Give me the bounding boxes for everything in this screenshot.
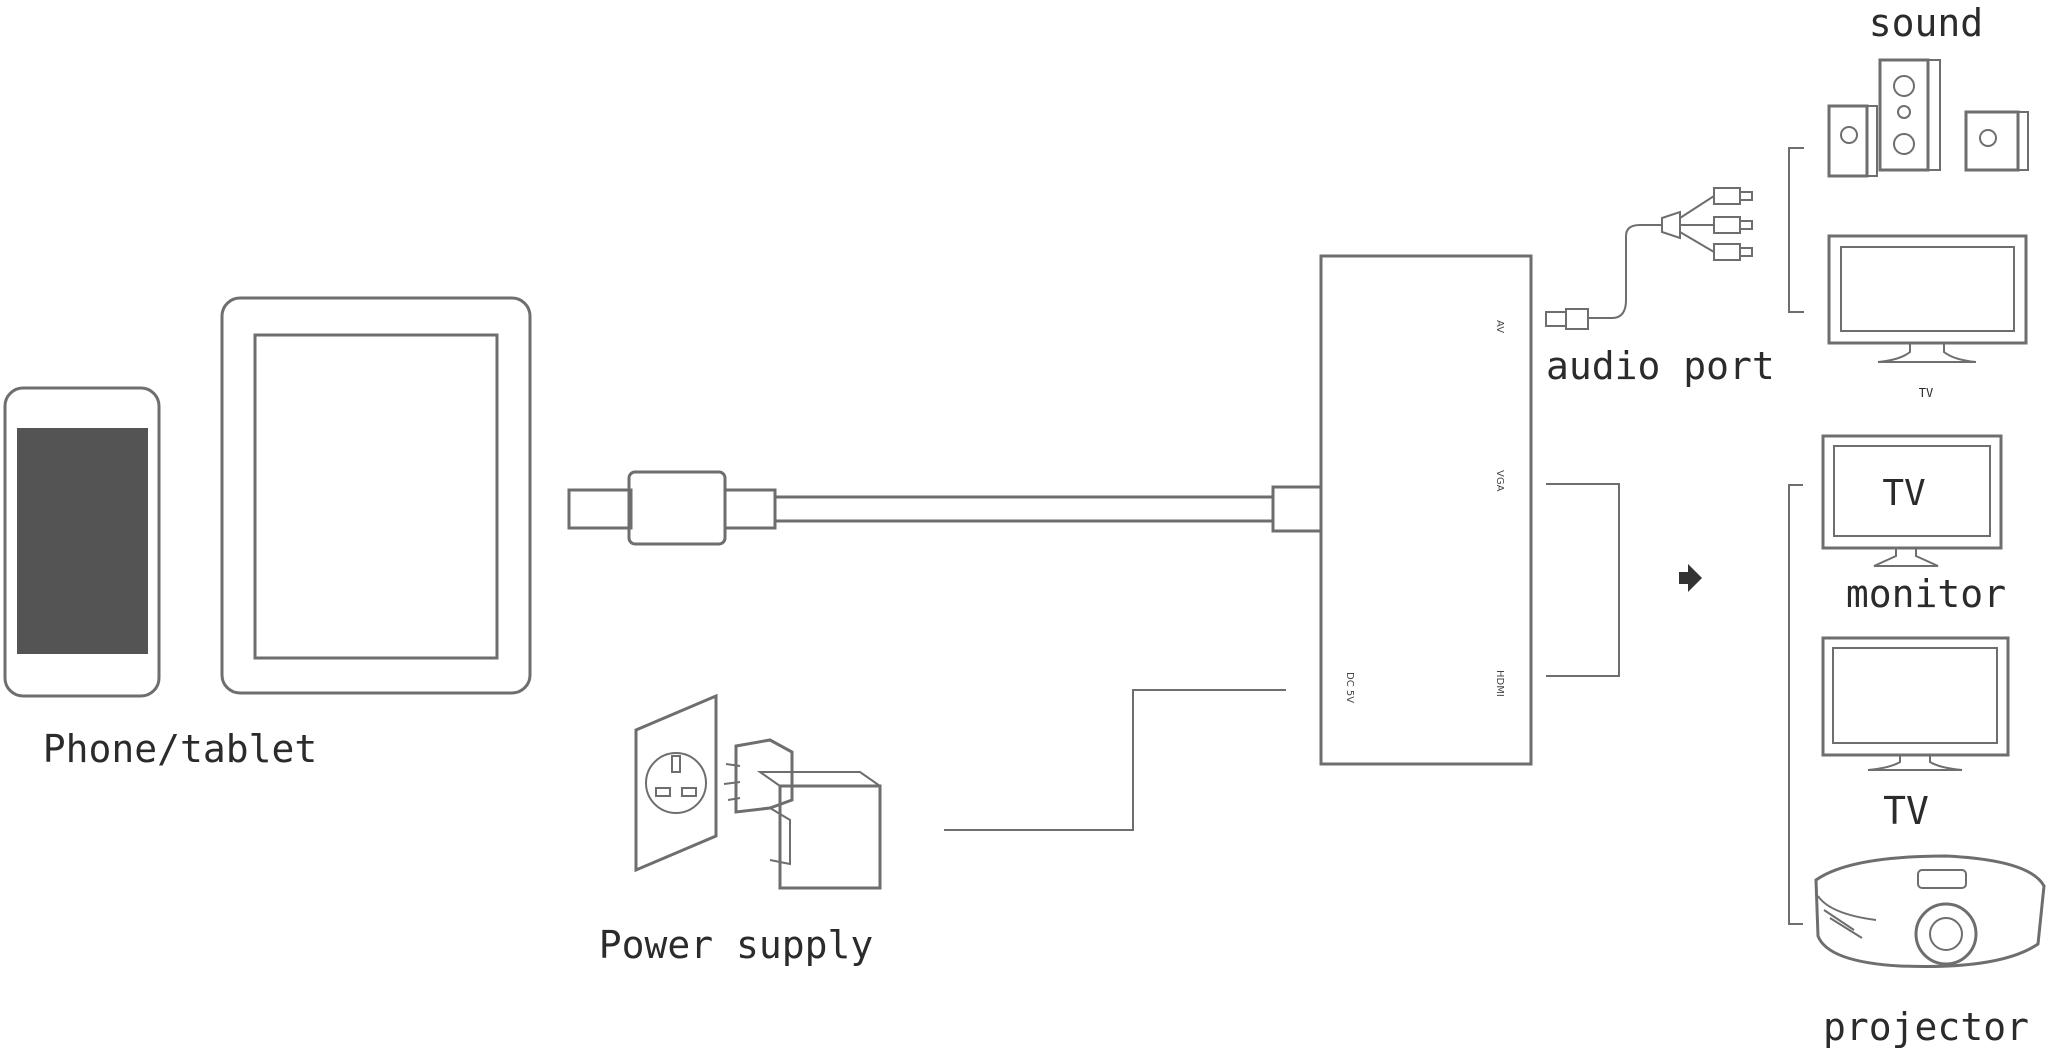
power-supply-label: Power supply [599, 923, 874, 967]
power-plug-icon [723, 738, 882, 890]
tv-icon [1821, 636, 2010, 771]
tv-label: TV [1883, 789, 1929, 833]
adapter-hub: AV VGA HDMI DC 5V [1319, 254, 1533, 766]
video-bracket [1546, 483, 1620, 677]
audio-bracket [1788, 147, 1804, 313]
port-av-label: AV [1494, 320, 1505, 333]
tv-icon: TV [1821, 434, 2003, 567]
speakers-icon [1827, 58, 2029, 178]
display-bracket [1788, 484, 1803, 925]
wall-socket-icon [634, 693, 718, 873]
arrow-right-icon [1679, 564, 1702, 592]
monitor-label: monitor [1846, 572, 2006, 616]
audio-jack-icon [1545, 224, 1662, 330]
phone-icon [3, 386, 161, 698]
sound-label: sound [1869, 1, 1983, 45]
projector-label: projector [1823, 1005, 2029, 1049]
tv-icon: TV [1827, 234, 2028, 400]
rca-splitter-icon [1661, 187, 1753, 261]
port-hdmi-label: HDMI [1494, 670, 1505, 697]
audio-port-label: audio port [1546, 344, 1775, 388]
lightning-connector-icon [567, 470, 1323, 546]
port-dc-label: DC 5V [1344, 672, 1355, 703]
projector-icon [1814, 854, 2046, 968]
port-vga-label: VGA [1494, 470, 1505, 492]
power-cable [944, 689, 1286, 831]
tablet-icon [220, 296, 532, 695]
monitor-screen-label: TV [1882, 473, 1925, 514]
phone-tablet-label: Phone/tablet [43, 727, 318, 771]
tv-small-label: TV [1919, 386, 1933, 400]
